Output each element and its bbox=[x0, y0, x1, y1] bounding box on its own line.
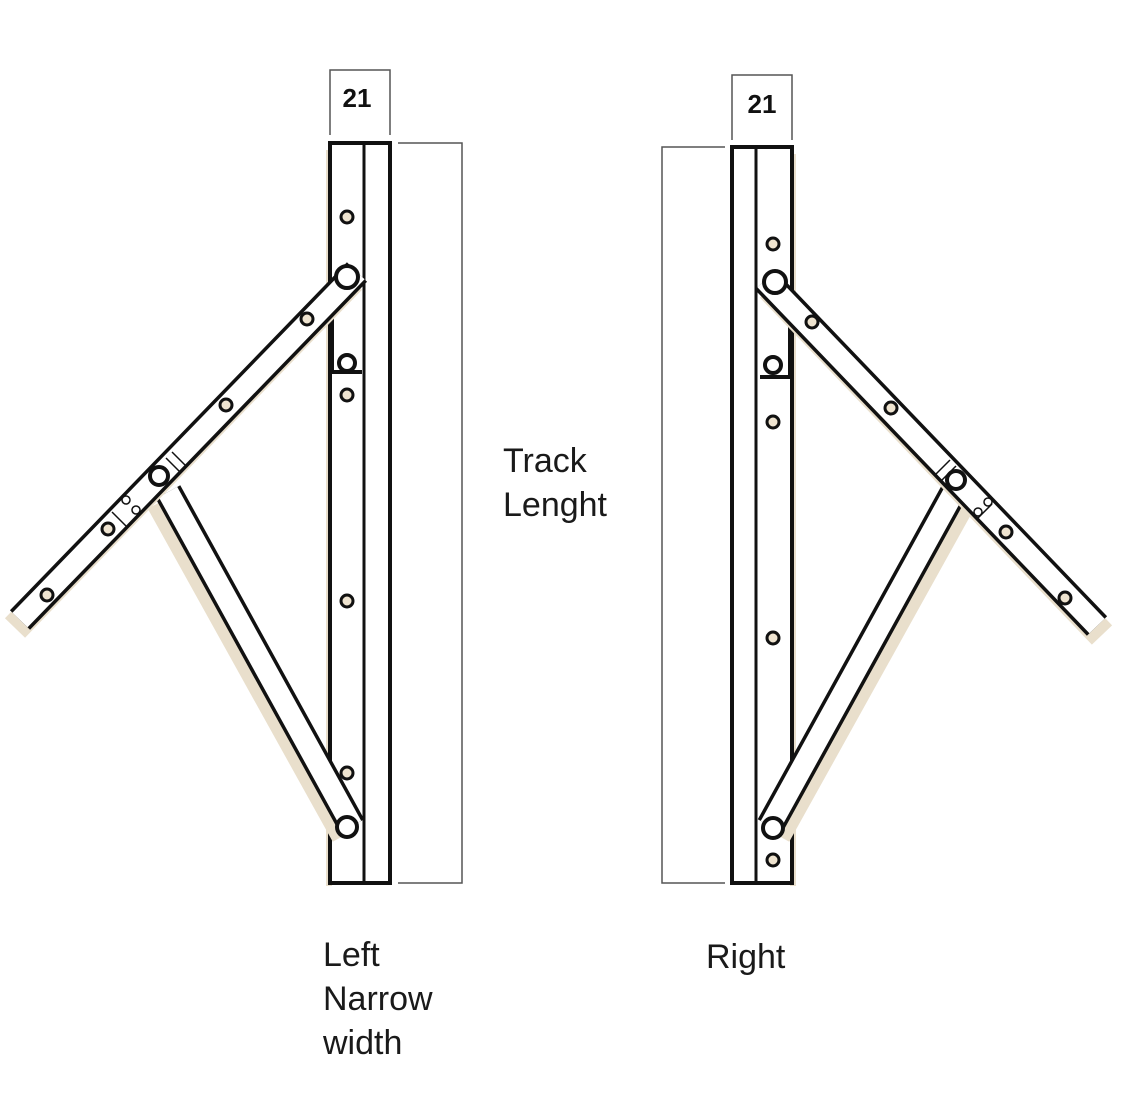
right-track-length-bracket bbox=[661, 146, 725, 884]
right-hinge: 21 bbox=[661, 74, 1113, 976]
right-width-dimension: 21 bbox=[731, 74, 793, 140]
left-stay-arm bbox=[147, 485, 365, 842]
left-width-value: 21 bbox=[343, 83, 372, 113]
left-caption: Left Narrow width bbox=[322, 936, 433, 1062]
width-label: width bbox=[322, 1024, 402, 1062]
left-label: Left bbox=[323, 936, 380, 974]
left-main-arm bbox=[4, 262, 368, 638]
right-track bbox=[730, 145, 796, 886]
left-width-dimension: 21 bbox=[329, 69, 391, 135]
left-hinge: 21 bbox=[4, 69, 463, 1062]
right-label: Right bbox=[706, 938, 786, 976]
narrow-label: Narrow bbox=[323, 980, 433, 1018]
left-holes bbox=[39, 209, 360, 839]
track-length-bracket bbox=[398, 142, 463, 884]
right-width-value: 21 bbox=[748, 89, 777, 119]
right-holes bbox=[761, 236, 1073, 868]
track-length-label-line1: Track bbox=[503, 442, 588, 480]
right-main-arm bbox=[754, 270, 1113, 645]
right-stay-arm bbox=[757, 485, 975, 842]
track-length-label-line2: Lenght bbox=[503, 486, 608, 524]
